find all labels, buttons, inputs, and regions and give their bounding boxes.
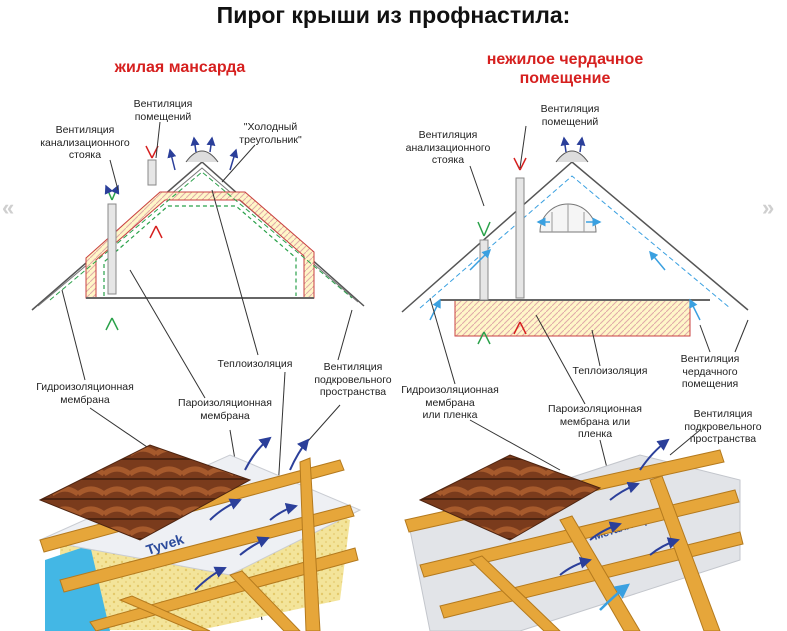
left-subtitle: жилая мансарда: [114, 59, 246, 76]
right-label-insulation: Теплоизоляция: [572, 365, 648, 377]
double-chevron-left-icon[interactable]: «: [2, 195, 15, 220]
double-chevron-right-icon[interactable]: »: [762, 195, 775, 220]
left-roof-cutaway: Tyvek: [38, 436, 362, 631]
page-title: Пирог крыши из профнастила:: [216, 2, 571, 28]
left-label-insulation: Теплоизоляция: [217, 358, 293, 370]
right-roof-cutaway: Металл Профиль: [404, 438, 744, 631]
